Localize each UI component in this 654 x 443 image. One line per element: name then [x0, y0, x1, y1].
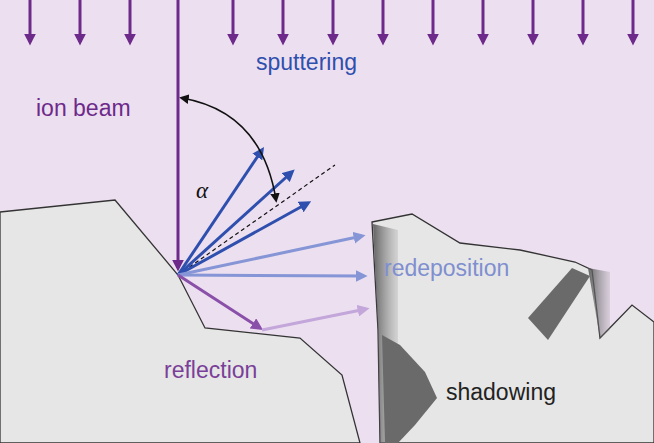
sputtering-label: sputtering	[256, 50, 357, 75]
reflection-label: reflection	[164, 358, 257, 383]
redeposition-arrows	[178, 236, 364, 276]
angle-symbol: α	[196, 178, 208, 203]
reflection-arrow	[262, 309, 366, 330]
ion-beam-arrows	[30, 0, 633, 268]
shadowed-area	[528, 268, 590, 340]
shadowing-label: shadowing	[446, 380, 556, 405]
sputtering-arrows	[178, 150, 308, 275]
beam-label: ion beam	[36, 96, 131, 121]
redeposition-label: redeposition	[384, 256, 509, 281]
shadowed-area	[382, 335, 437, 443]
reflection-arrow	[178, 275, 260, 328]
shadow-band	[588, 268, 610, 338]
right-surface	[372, 214, 654, 443]
